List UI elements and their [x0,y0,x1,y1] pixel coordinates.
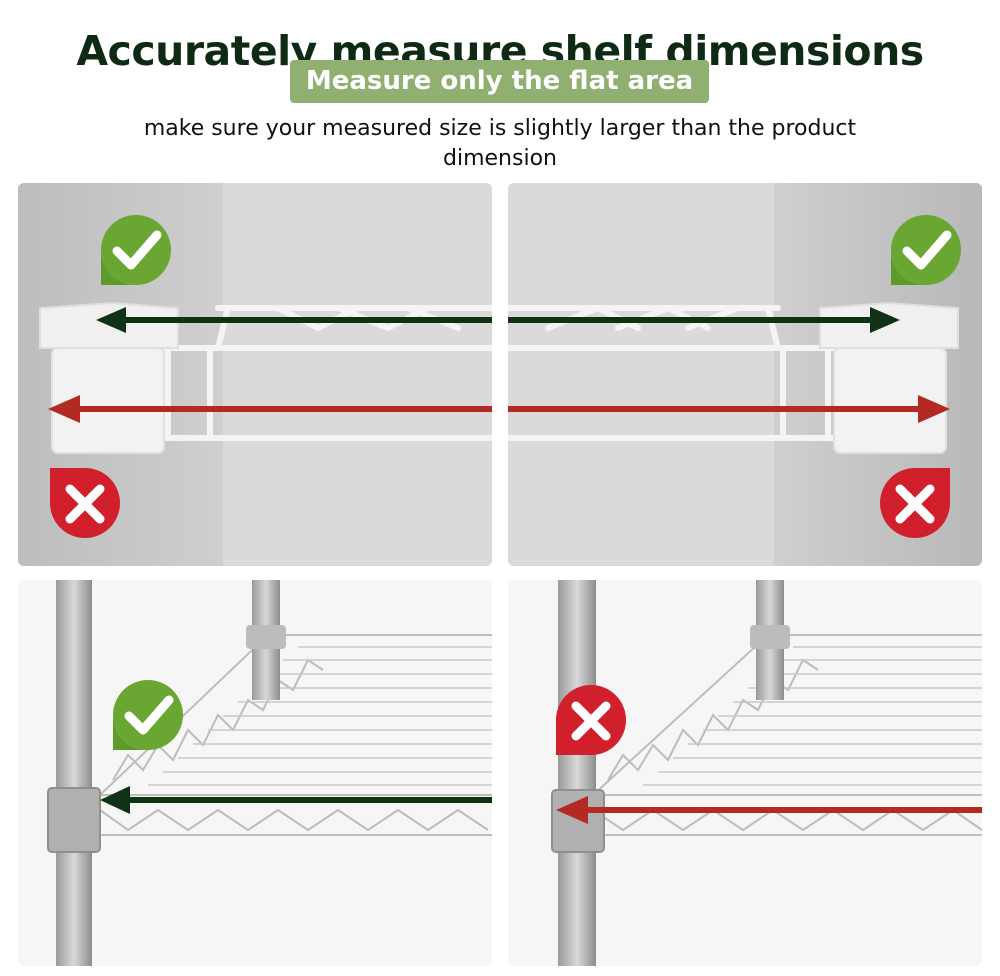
panel-bottom-right [508,580,982,966]
panel-top-right [508,183,982,566]
cross-icon [556,685,626,755]
correct-measure-arrow [100,786,492,814]
shelf-bracket-illustration-left [18,183,492,566]
panel-bottom-left [18,580,492,966]
check-icon [101,215,171,285]
wire-shelf-illustration-left [18,580,492,966]
incorrect-measure-arrow [508,395,950,423]
check-icon [113,680,183,750]
flat-area-badge: Measure only the flat area [290,60,709,103]
correct-measure-arrow [508,307,900,333]
incorrect-measure-arrow [556,796,982,824]
panel-top-left [18,183,492,566]
cross-icon [880,468,950,538]
shelf-bracket-illustration-right [508,183,982,566]
wire-shelf-illustration-right [508,580,982,966]
check-icon [891,215,961,285]
incorrect-measure-arrow [48,395,492,423]
cross-icon [50,468,120,538]
correct-measure-arrow [96,307,492,333]
measurement-note: make sure your measured size is slightly… [143,116,857,171]
